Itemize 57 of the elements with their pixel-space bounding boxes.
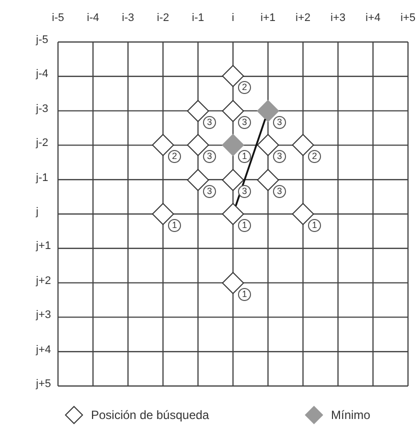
- circled-number: 2: [308, 150, 321, 164]
- circled-number: 2: [238, 81, 251, 94]
- search-diamond: [257, 134, 279, 156]
- circled-number: 3: [203, 116, 216, 129]
- search-diamond: [222, 65, 244, 88]
- column-label: i: [232, 12, 234, 24]
- row-label: j-4: [36, 68, 48, 80]
- circled-number: 3: [203, 150, 216, 164]
- search-diamond: [152, 203, 174, 225]
- row-label: j+4: [36, 344, 51, 356]
- legend-label: Mínimo: [331, 408, 370, 422]
- search-diamond: [187, 100, 209, 122]
- column-label: i+3: [330, 12, 346, 24]
- circled-number: 1: [308, 219, 321, 232]
- column-label: i-4: [86, 12, 100, 24]
- column-label: i-5: [52, 12, 64, 24]
- circled-number: 3: [273, 150, 286, 164]
- search-diamond: [257, 168, 279, 191]
- circled-number: 3: [273, 184, 286, 198]
- legend-label: Posición de búsqueda: [91, 408, 210, 422]
- search-diamond: [292, 203, 314, 225]
- search-diamond: [222, 100, 244, 122]
- connector-line: [234, 118, 266, 206]
- search-diamond: [222, 168, 244, 191]
- search-diamond: [222, 272, 244, 294]
- circled-number: 3: [203, 184, 216, 198]
- row-label: j-5: [36, 34, 48, 46]
- column-label: i-2: [156, 12, 170, 24]
- circled-number: 1: [238, 288, 251, 301]
- column-label: i+5: [400, 12, 416, 24]
- search-diamond: [152, 134, 174, 156]
- circled-number: 1: [168, 219, 181, 232]
- row-label: j-3: [36, 102, 48, 115]
- row-label: j-2: [36, 137, 48, 150]
- column-label: i+4: [366, 12, 380, 24]
- circled-number: 1: [238, 150, 251, 164]
- row-label: j: [36, 206, 38, 218]
- circled-number: 1: [238, 219, 251, 232]
- search-diamond: [222, 203, 244, 225]
- row-label: j+2: [36, 274, 51, 287]
- column-label: i-1: [192, 12, 204, 24]
- minimum-diamond: [257, 100, 279, 122]
- circled-number: 3: [273, 116, 286, 129]
- minimum-diamond: [222, 134, 244, 156]
- column-label: i+1: [260, 12, 276, 24]
- search-diamond: [292, 134, 314, 156]
- row-label: j+1: [36, 240, 51, 252]
- search-diamond: [187, 134, 209, 156]
- circled-number: 2: [168, 150, 181, 164]
- row-label: j+5: [36, 378, 51, 390]
- circled-number: 3: [238, 184, 251, 198]
- row-label: j+3: [36, 309, 51, 322]
- circled-number: 3: [238, 116, 251, 129]
- column-label: i-3: [122, 12, 134, 24]
- search-diamond: [187, 168, 209, 191]
- row-label: j-1: [36, 172, 48, 184]
- column-label: i+2: [296, 12, 310, 24]
